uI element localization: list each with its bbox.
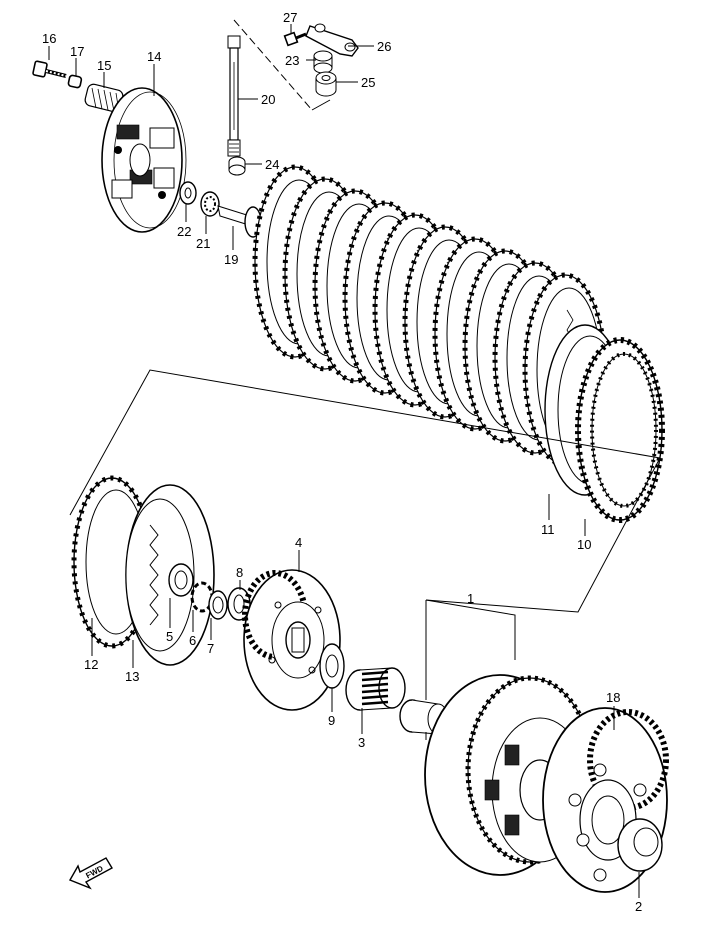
washer-17 xyxy=(67,74,83,89)
needle-bearing-3 xyxy=(345,667,406,711)
callout-labels: 16 17 15 14 27 26 23 25 20 24 22 21 19 1… xyxy=(42,10,642,914)
bolt-16 xyxy=(32,60,67,78)
release-shaft-group xyxy=(227,19,359,176)
callout-7: 7 xyxy=(207,641,214,656)
washer-5 xyxy=(168,563,194,597)
callout-15: 15 xyxy=(97,58,111,73)
washer-9 xyxy=(319,643,345,689)
callout-24: 24 xyxy=(265,157,279,172)
callout-5: 5 xyxy=(166,629,173,644)
callout-10: 10 xyxy=(577,537,591,552)
callout-23: 23 xyxy=(285,53,299,68)
callout-22: 22 xyxy=(177,224,191,239)
bolt-27 xyxy=(283,31,307,47)
bush-23 xyxy=(313,50,333,74)
callout-9: 9 xyxy=(328,713,335,728)
callout-25: 25 xyxy=(361,75,375,90)
lever-26 xyxy=(305,23,359,57)
seat-7 xyxy=(208,590,228,620)
pressure-plate-14 xyxy=(101,87,187,233)
callout-27: 27 xyxy=(283,10,297,25)
callout-8: 8 xyxy=(236,565,243,580)
spring-15 xyxy=(84,83,124,113)
spacer-tube xyxy=(399,699,449,735)
callout-17: 17 xyxy=(70,44,84,59)
callout-6: 6 xyxy=(189,633,196,648)
callout-14: 14 xyxy=(147,49,161,64)
fwd-arrow-icon: FWD xyxy=(68,857,113,890)
callout-4: 4 xyxy=(295,535,302,550)
clutch-plate-stack xyxy=(255,167,665,523)
callout-2: 2 xyxy=(635,899,642,914)
leader-lines xyxy=(48,24,640,898)
callout-19: 19 xyxy=(224,252,238,267)
callout-13: 13 xyxy=(125,669,139,684)
callout-18: 18 xyxy=(606,690,620,705)
sleeve-hub-4 xyxy=(242,569,341,711)
callout-26: 26 xyxy=(377,39,391,54)
callout-21: 21 xyxy=(196,236,210,251)
callout-1: 1 xyxy=(467,591,474,606)
callout-3: 3 xyxy=(358,735,365,750)
callout-16: 16 xyxy=(42,31,56,46)
washer-22-hole xyxy=(184,187,192,199)
bush-25 xyxy=(315,71,337,97)
plate-10 xyxy=(575,337,665,523)
oil-seal-24 xyxy=(228,156,246,176)
callout-20: 20 xyxy=(261,92,275,107)
callout-12: 12 xyxy=(84,657,98,672)
clutch-outer-plates xyxy=(71,475,215,666)
bearing-21 xyxy=(200,191,220,217)
callout-11: 11 xyxy=(541,522,555,537)
thrust-washer-2 xyxy=(617,818,663,872)
pressure-plate-group xyxy=(32,60,262,238)
release-shaft-20 xyxy=(227,35,241,157)
